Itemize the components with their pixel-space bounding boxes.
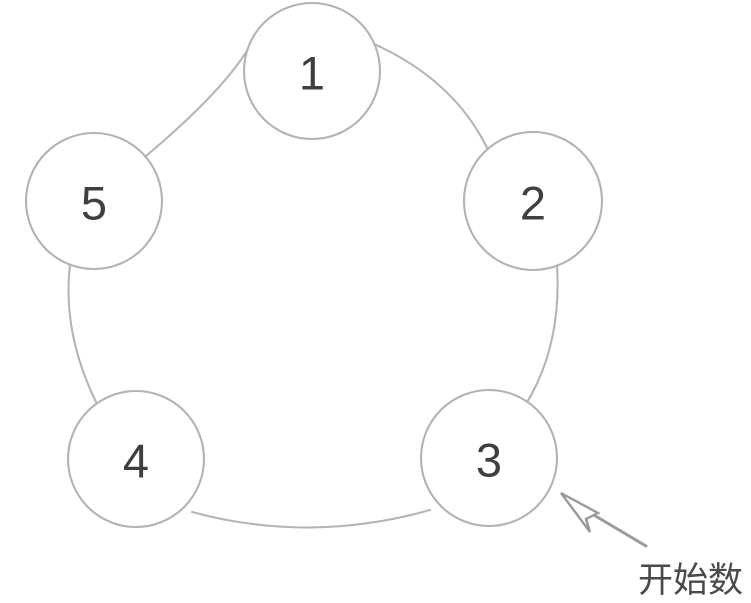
node-2-label: 2 — [520, 177, 546, 230]
node-1-label: 1 — [299, 47, 325, 100]
node-2[interactable]: 2 — [462, 130, 604, 272]
node-2-circle[interactable] — [462, 130, 604, 272]
edge-2-to-3 — [524, 263, 559, 406]
node-5-label: 5 — [81, 177, 107, 230]
node-3-circle[interactable] — [419, 388, 559, 528]
node-3-label: 3 — [476, 434, 502, 487]
node-4-label: 4 — [123, 435, 149, 488]
node-4[interactable]: 4 — [66, 389, 206, 529]
edge-3-to-4 — [190, 508, 432, 529]
edge-1-to-2 — [372, 42, 491, 154]
node-1-circle[interactable] — [242, 1, 382, 141]
node-5[interactable]: 5 — [24, 131, 164, 271]
node-4-circle[interactable] — [66, 389, 206, 529]
node-3[interactable]: 3 — [419, 388, 559, 528]
arrow-shaft-line — [585, 509, 648, 548]
node-5-circle[interactable] — [24, 131, 164, 271]
start-number-label: 开始数 — [638, 561, 743, 601]
start-number-arrow — [560, 491, 648, 548]
node-1[interactable]: 1 — [242, 1, 382, 141]
edge-5-to-1 — [144, 40, 254, 158]
arrow-head-icon — [560, 491, 601, 533]
edge-4-to-5 — [67, 262, 98, 404]
